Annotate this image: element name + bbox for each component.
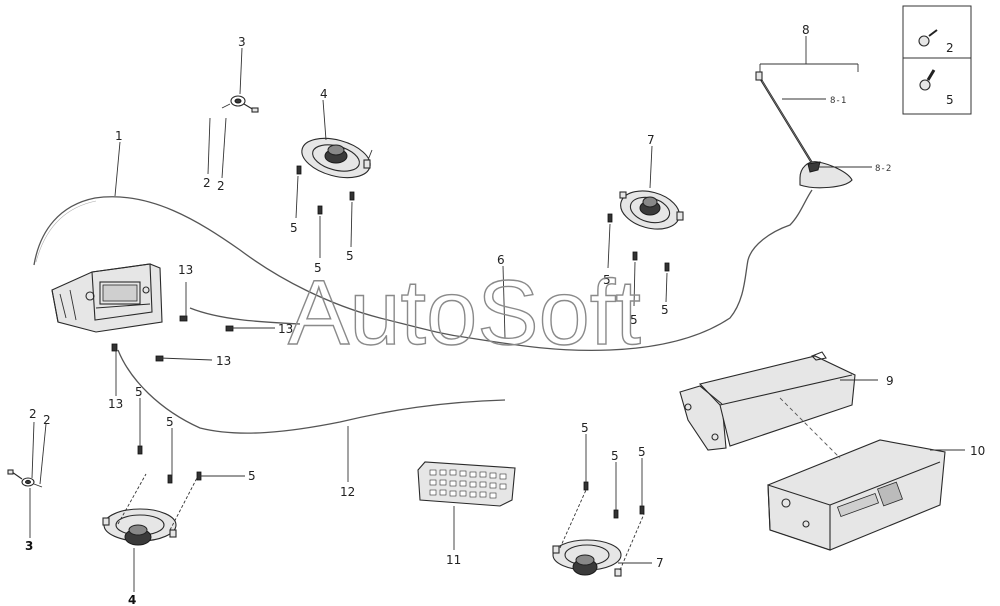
mounting-bracket: [679, 351, 856, 451]
speaker-7: [619, 190, 684, 230]
callout-11: 11: [446, 553, 461, 567]
callout-2-c: 2: [29, 407, 37, 421]
screw-type-5-icon: [919, 69, 936, 91]
callout-2-a: 2: [203, 176, 211, 190]
callout-5-f: 5: [661, 303, 669, 317]
callout-7-top: 7: [647, 133, 655, 147]
callout-2-b: 2: [217, 179, 225, 193]
callout-6: 6: [497, 253, 505, 267]
callout-5-a: 5: [290, 221, 298, 235]
callout-8-1: 8-1: [830, 96, 846, 106]
screws: [111, 165, 670, 519]
callout-5-k: 5: [611, 449, 619, 463]
callout-5-g: 5: [135, 385, 143, 399]
speaker-4-top: [301, 137, 373, 179]
connector-clip-left: [7, 469, 43, 488]
callout-4-top: 4: [320, 87, 328, 101]
callout-8: 8: [802, 23, 810, 37]
callout-3-bottom: 3: [25, 539, 33, 553]
speaker-4-bottom: [102, 508, 177, 546]
callout-2-d: 2: [43, 413, 51, 427]
callout-13-c: 13: [216, 354, 231, 368]
watermark: AutoSoft: [288, 262, 641, 364]
antenna: [755, 71, 853, 189]
callout-1: 1: [115, 129, 123, 143]
callout-5-l: 5: [638, 445, 646, 459]
callout-10: 10: [970, 444, 985, 458]
callout-5-e: 5: [630, 313, 638, 327]
speaker-7-bottom: [552, 539, 622, 577]
remote-control: [417, 461, 516, 507]
callout-4-bottom: 4: [128, 593, 136, 606]
callout-5-c: 5: [346, 249, 354, 263]
callout-5-b: 5: [314, 261, 322, 275]
fastener-legend: 2 5: [902, 5, 972, 115]
callout-5-d: 5: [603, 273, 611, 287]
cable-speaker-lead: [189, 307, 301, 325]
callout-5-j: 5: [581, 421, 589, 435]
cable-1: [33, 196, 471, 339]
legend-label-2: 2: [946, 41, 954, 55]
leader-lines: [29, 36, 965, 592]
callout-labels: 1 3 2 2 4 5 5 5 7 5 5 5 6 8 8-1 8-2 9 10…: [25, 23, 985, 606]
cd-changer-unit: [767, 439, 946, 551]
radio-head-unit: [51, 263, 163, 333]
callout-3-top: 3: [238, 35, 246, 49]
callout-13-b: 13: [278, 322, 293, 336]
callout-5-i: 5: [248, 469, 256, 483]
callout-8-2: 8-2: [875, 164, 891, 174]
bracket-to-changer-line: [779, 397, 841, 459]
connector-clip-top: [221, 95, 259, 113]
cable-6: [469, 189, 813, 352]
cable-12: [117, 349, 506, 434]
callout-7-bottom: 7: [656, 556, 664, 570]
screw-type-2-icon: [918, 29, 938, 47]
callout-12: 12: [340, 485, 355, 499]
legend-label-5: 5: [946, 93, 954, 107]
callout-9: 9: [886, 374, 894, 388]
callout-5-h: 5: [166, 415, 174, 429]
callout-13-a: 13: [178, 263, 193, 277]
callout-13-d: 13: [108, 397, 123, 411]
